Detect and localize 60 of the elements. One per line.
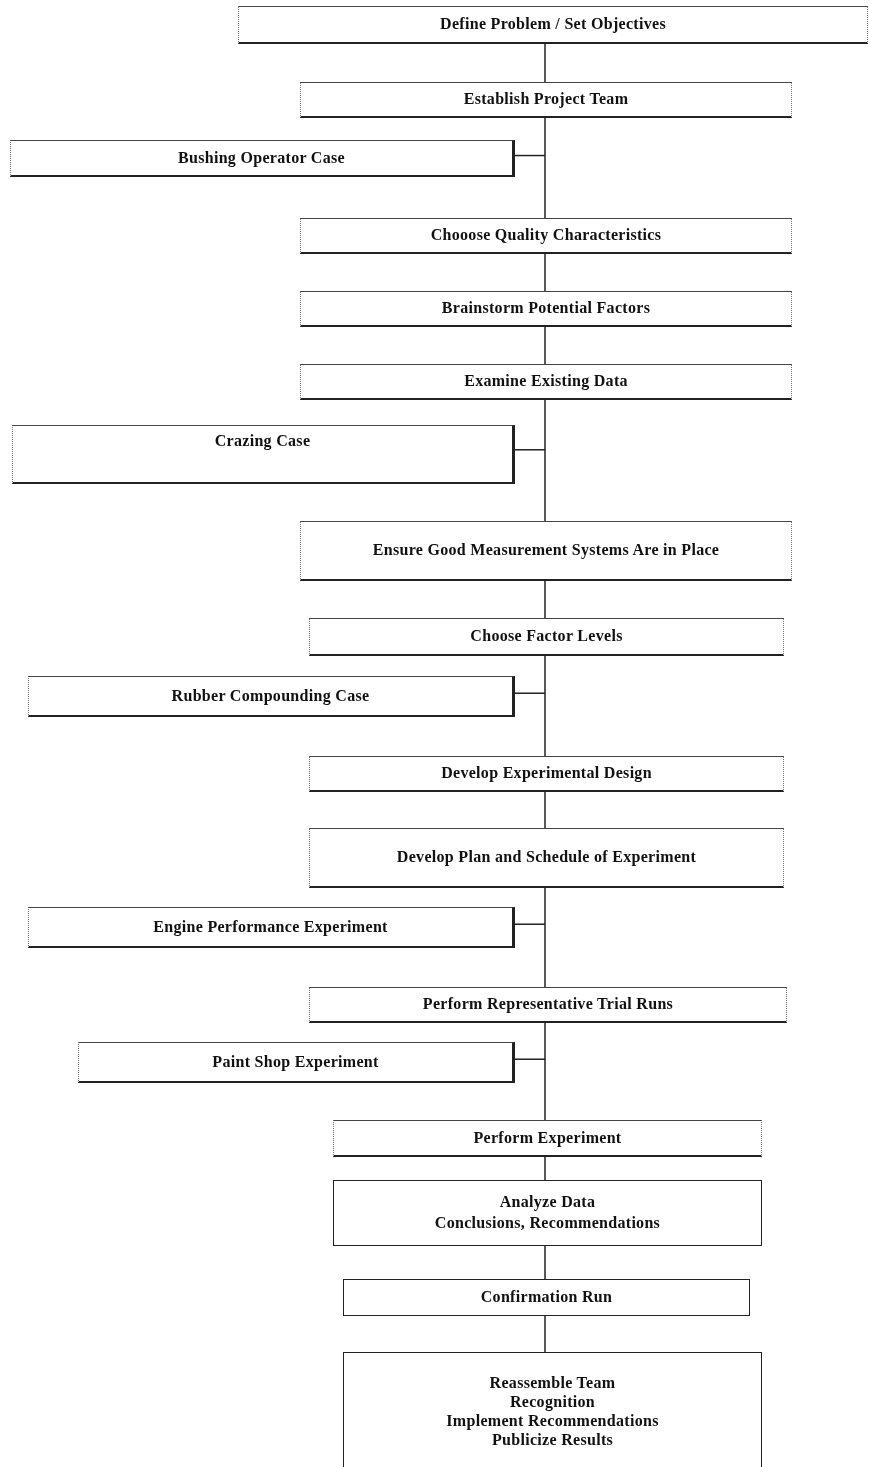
connector-line — [544, 326, 546, 365]
process-box — [300, 291, 792, 327]
box-text: Rubber Compounding Case — [171, 685, 370, 707]
process-box — [300, 82, 792, 118]
connector-line — [544, 1315, 546, 1353]
box-text: Choose Factor Levels — [470, 626, 623, 647]
connector-line — [544, 1245, 546, 1280]
box-text: Define Problem / Set Objectives — [440, 14, 666, 35]
box-text: Reassemble Team — [489, 1372, 616, 1392]
connector-line — [544, 791, 546, 829]
connector-line — [544, 253, 546, 292]
box-text: Conclusions, Recommendations — [434, 1213, 661, 1233]
connector-line — [514, 154, 546, 157]
process-box — [343, 1352, 762, 1467]
connector-line — [514, 1058, 546, 1060]
box-text: Engine Performance Experiment — [153, 916, 388, 938]
box-text: Crazing Case — [214, 431, 311, 452]
connector-line — [514, 923, 546, 925]
connector-line — [514, 692, 546, 694]
process-box — [333, 1180, 762, 1246]
connector-line — [544, 399, 546, 522]
process-box — [309, 756, 784, 792]
box-text: Develop Experimental Design — [441, 763, 652, 784]
process-box — [343, 1279, 750, 1316]
box-text: Develop Plan and Schedule of Experiment — [396, 847, 697, 868]
box-text: Confirmation Run — [480, 1287, 613, 1308]
connector-line — [544, 580, 546, 619]
box-text: Recognition — [509, 1391, 596, 1411]
box-text: Establish Project Team — [463, 89, 629, 110]
connector-line — [544, 887, 546, 988]
connector-line — [544, 1022, 546, 1121]
box-text: Publicize Results — [491, 1430, 614, 1450]
box-text: Chooose Quality Characteristics — [430, 225, 662, 246]
case-box — [10, 140, 515, 177]
box-text: Perform Experiment — [473, 1127, 622, 1149]
case-box — [12, 425, 515, 484]
box-text: Perform Representative Trial Runs — [422, 994, 674, 1015]
box-text: Analyze Data — [499, 1192, 596, 1213]
connector-line — [544, 43, 546, 83]
box-text: Examine Existing Data — [464, 371, 628, 392]
box-text: Ensure Good Measurement Systems Are in Place — [372, 540, 720, 561]
connector-line — [544, 655, 546, 757]
box-text: Brainstorm Potential Factors — [441, 298, 651, 319]
case-box — [78, 1042, 515, 1083]
connector-line — [514, 449, 546, 451]
box-text: Implement Recommendations — [446, 1411, 659, 1431]
process-box — [309, 987, 787, 1023]
process-box — [333, 1120, 762, 1157]
box-text: Bushing Operator Case — [178, 147, 345, 169]
process-box — [238, 6, 868, 44]
connector-line — [544, 1156, 546, 1181]
process-box — [309, 828, 784, 888]
process-box — [300, 364, 792, 400]
case-box — [28, 907, 515, 948]
box-text: Paint Shop Experiment — [212, 1051, 379, 1073]
process-box — [300, 521, 792, 581]
process-box — [300, 218, 792, 254]
process-box — [309, 618, 784, 656]
case-box — [28, 676, 515, 717]
connector-line — [544, 117, 546, 219]
